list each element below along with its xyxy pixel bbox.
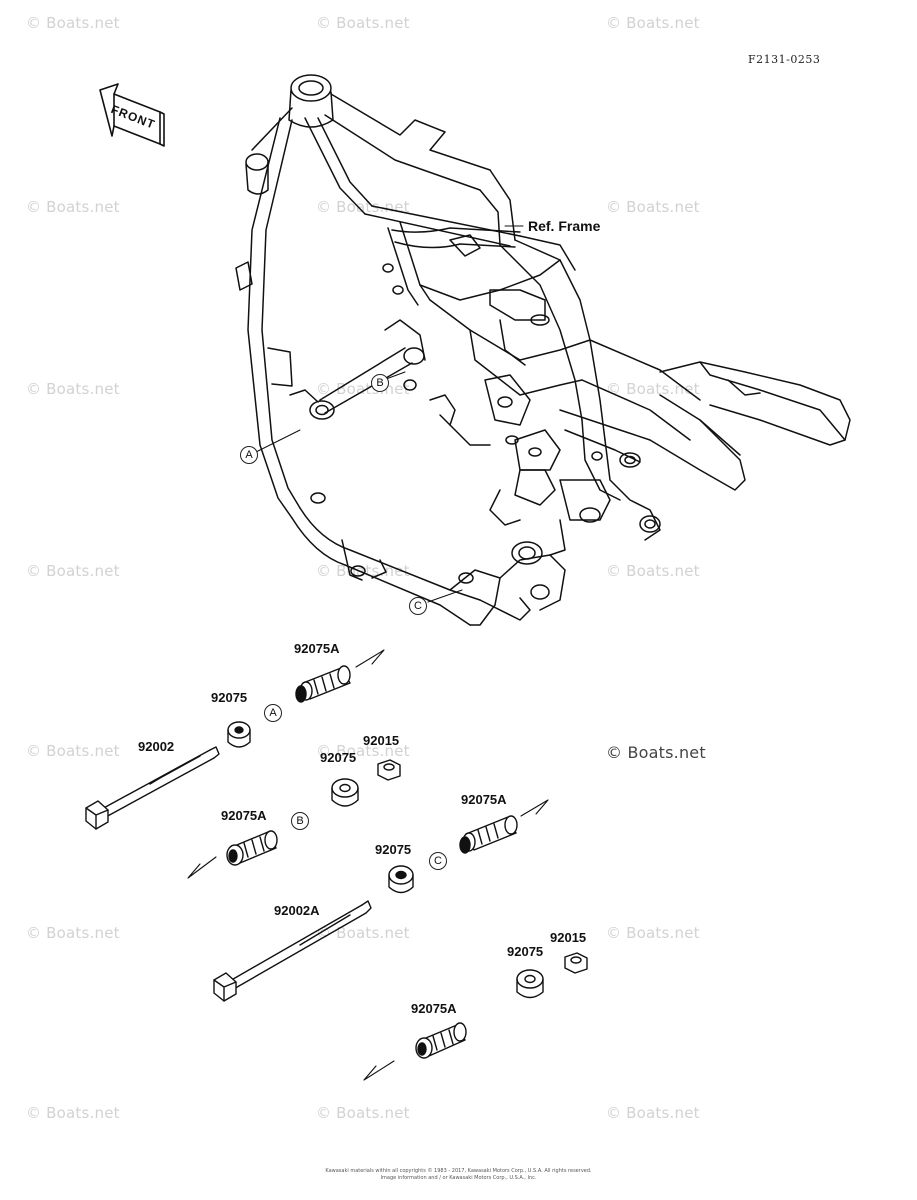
watermark: © Boats.net — [26, 14, 120, 32]
nut-92015-lower — [564, 952, 588, 974]
part-label-92075: 92075 — [375, 842, 412, 857]
watermark: © Boats.net — [606, 14, 700, 32]
part-label-92075A: 92075A — [461, 792, 507, 807]
figure-code: F2131-0253 — [748, 53, 821, 66]
part-label-92015: 92015 — [363, 733, 400, 748]
watermark: © Boats.net — [26, 380, 120, 398]
watermark: © Boats.net — [606, 1104, 700, 1122]
watermark: © Boats.net — [316, 198, 410, 216]
watermark: © Boats.net — [26, 562, 120, 580]
part-label-92075: 92075 — [211, 690, 248, 705]
collar-92075A-upper — [295, 665, 351, 703]
part-label-92075: 92075 — [507, 944, 544, 959]
watermark: © Boats.net — [316, 742, 410, 760]
bolt-92002 — [85, 746, 220, 830]
callout-a: A — [240, 446, 258, 464]
copyright-text: Kawasaki materials within all copyrights… — [325, 1168, 592, 1174]
rubber-92075-mid — [331, 778, 359, 807]
ref-frame-label: Ref. Frame — [528, 218, 601, 234]
nut-92015-upper — [377, 759, 401, 781]
copyright-text-line2: Image information and / or Kawasaki Moto… — [380, 1175, 537, 1181]
watermark: © Boats.net — [606, 198, 700, 216]
watermark: © Boats.net — [26, 924, 120, 942]
watermark: © Boats.net — [26, 742, 120, 760]
collar-92075A-right — [459, 815, 518, 854]
part-label-92015: 92015 — [550, 930, 587, 945]
part-label-92002: 92002 — [138, 739, 175, 754]
watermark: © Boats.net — [606, 562, 700, 580]
direction-arrows — [187, 649, 549, 1081]
watermark: © Boats.net — [316, 562, 410, 580]
watermark: © Boats.net — [316, 1104, 410, 1122]
motorcycle-frame — [235, 74, 851, 626]
part-label-92075A: 92075A — [411, 1001, 457, 1016]
watermark: © Boats.net — [316, 14, 410, 32]
collar-92075A-lower — [415, 1022, 467, 1059]
collar-92075A-left — [226, 830, 278, 866]
watermark: © Boats.net — [26, 198, 120, 216]
leader-lines — [255, 225, 524, 603]
watermark-dark: © Boats.net — [606, 743, 706, 762]
watermark: © Boats.net — [606, 924, 700, 942]
front-arrow-icon — [99, 83, 165, 147]
rubber-92075-upper — [227, 721, 251, 748]
watermark: © Boats.net — [26, 1104, 120, 1122]
callout-c-part: C — [429, 852, 447, 870]
callout-a-part: A — [264, 704, 282, 722]
watermark: © Boats.net — [606, 380, 700, 398]
rubber-92075-right — [388, 865, 414, 894]
part-label-92075A: 92075A — [221, 808, 267, 823]
bolt-92002A — [213, 900, 372, 1002]
callout-c: C — [409, 597, 427, 615]
callout-b: B — [371, 374, 389, 392]
part-label-92002A: 92002A — [274, 903, 320, 918]
part-label-92075: 92075 — [320, 750, 357, 765]
callout-b-part: B — [291, 812, 309, 830]
part-label-92075A: 92075A — [294, 641, 340, 656]
rubber-92075-lower — [516, 969, 544, 999]
